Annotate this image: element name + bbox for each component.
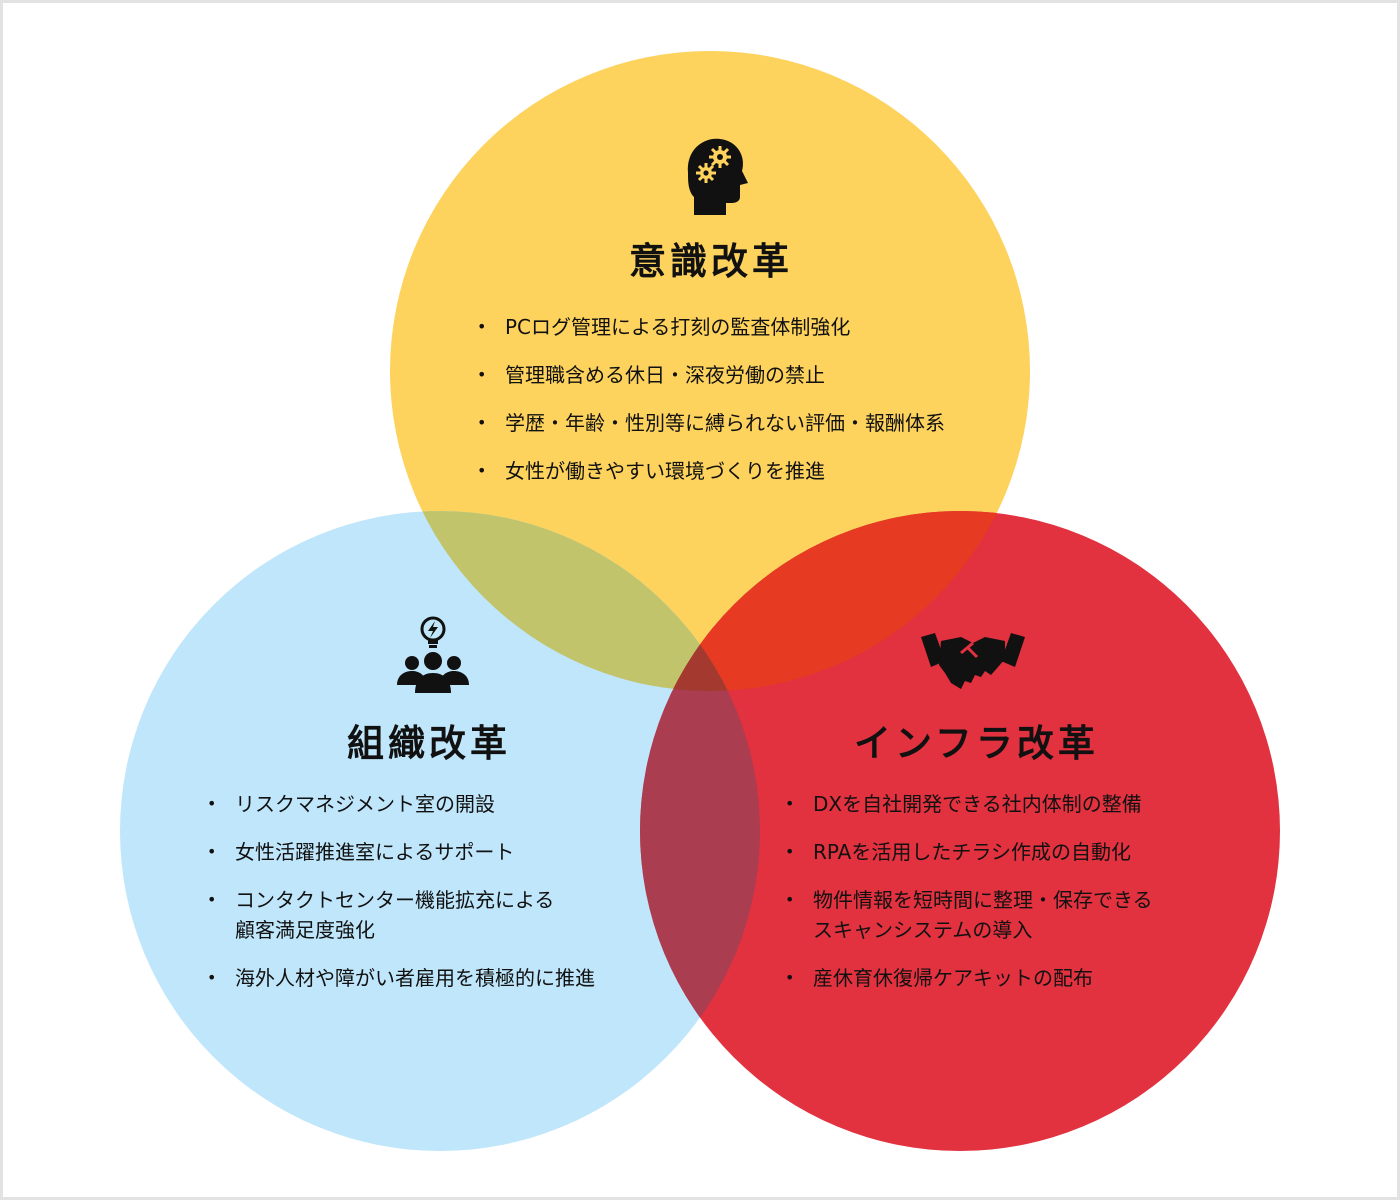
awareness-list-item: 女性が働きやすい環境づくりを推進 <box>473 456 945 486</box>
head-gears-icon <box>687 138 748 215</box>
organization-list-item: 女性活躍推進室によるサポート <box>203 837 595 867</box>
awareness-list-item-text: PCログ管理による打刻の監査体制強化 <box>505 315 851 339</box>
organization-list-item-text: 海外人材や障がい者雇用を積極的に推進 <box>235 966 595 990</box>
infrastructure-list-item-text: RPAを活用したチラシ作成の自動化 <box>813 840 1131 864</box>
awareness-title: 意識改革 <box>629 240 793 283</box>
awareness-list: PCログ管理による打刻の監査体制強化管理職含める休日・深夜労働の禁止学歴・年齢・… <box>473 312 945 504</box>
awareness-list-item-text: 管理職含める休日・深夜労働の禁止 <box>505 363 825 387</box>
infrastructure-title: インフラ改革 <box>854 722 1099 765</box>
infrastructure-list-item-text: 物件情報を短時間に整理・保存できる <box>813 888 1153 912</box>
diagram-frame: 意識改革 PCログ管理による打刻の監査体制強化管理職含める休日・深夜労働の禁止学… <box>3 3 1397 1197</box>
infrastructure-list-item-text: 産休育休復帰ケアキットの配布 <box>813 966 1093 990</box>
organization-list-item: 海外人材や障がい者雇用を積極的に推進 <box>203 963 595 993</box>
organization-list-item-text: 顧客満足度強化 <box>235 918 375 942</box>
organization-list-item-text: 女性活躍推進室によるサポート <box>235 840 515 864</box>
awareness-list-item-text: 女性が働きやすい環境づくりを推進 <box>505 459 825 483</box>
infrastructure-list-item-text: DXを自社開発できる社内体制の整備 <box>813 792 1142 816</box>
infrastructure-list-item: RPAを活用したチラシ作成の自動化 <box>781 837 1153 867</box>
organization-title: 組織改革 <box>347 722 511 765</box>
organization-list-item-text: リスクマネジメント室の開設 <box>235 792 495 816</box>
organization-list: リスクマネジメント室の開設女性活躍推進室によるサポートコンタクトセンター機能拡充… <box>203 789 595 1011</box>
awareness-list-item-text: 学歴・年齢・性別等に縛られない評価・報酬体系 <box>505 411 945 435</box>
awareness-list-item: 管理職含める休日・深夜労働の禁止 <box>473 360 945 390</box>
team-lightbulb-icon <box>397 616 469 693</box>
infrastructure-list-item-text: スキャンシステムの導入 <box>813 918 1033 942</box>
infrastructure-list: DXを自社開発できる社内体制の整備RPAを活用したチラシ作成の自動化物件情報を短… <box>781 789 1153 1011</box>
organization-list-item: リスクマネジメント室の開設 <box>203 789 595 819</box>
organization-list-item-text: コンタクトセンター機能拡充による <box>235 888 555 912</box>
infrastructure-list-item: 産休育休復帰ケアキットの配布 <box>781 963 1153 993</box>
infrastructure-list-item: DXを自社開発できる社内体制の整備 <box>781 789 1153 819</box>
overlap-awareness-organization <box>390 511 760 691</box>
overlap-awareness-infrastructure <box>640 511 1030 691</box>
awareness-list-item: PCログ管理による打刻の監査体制強化 <box>473 312 945 342</box>
awareness-list-item: 学歴・年齢・性別等に縛られない評価・報酬体系 <box>473 408 945 438</box>
handshake-icon <box>921 633 1025 689</box>
